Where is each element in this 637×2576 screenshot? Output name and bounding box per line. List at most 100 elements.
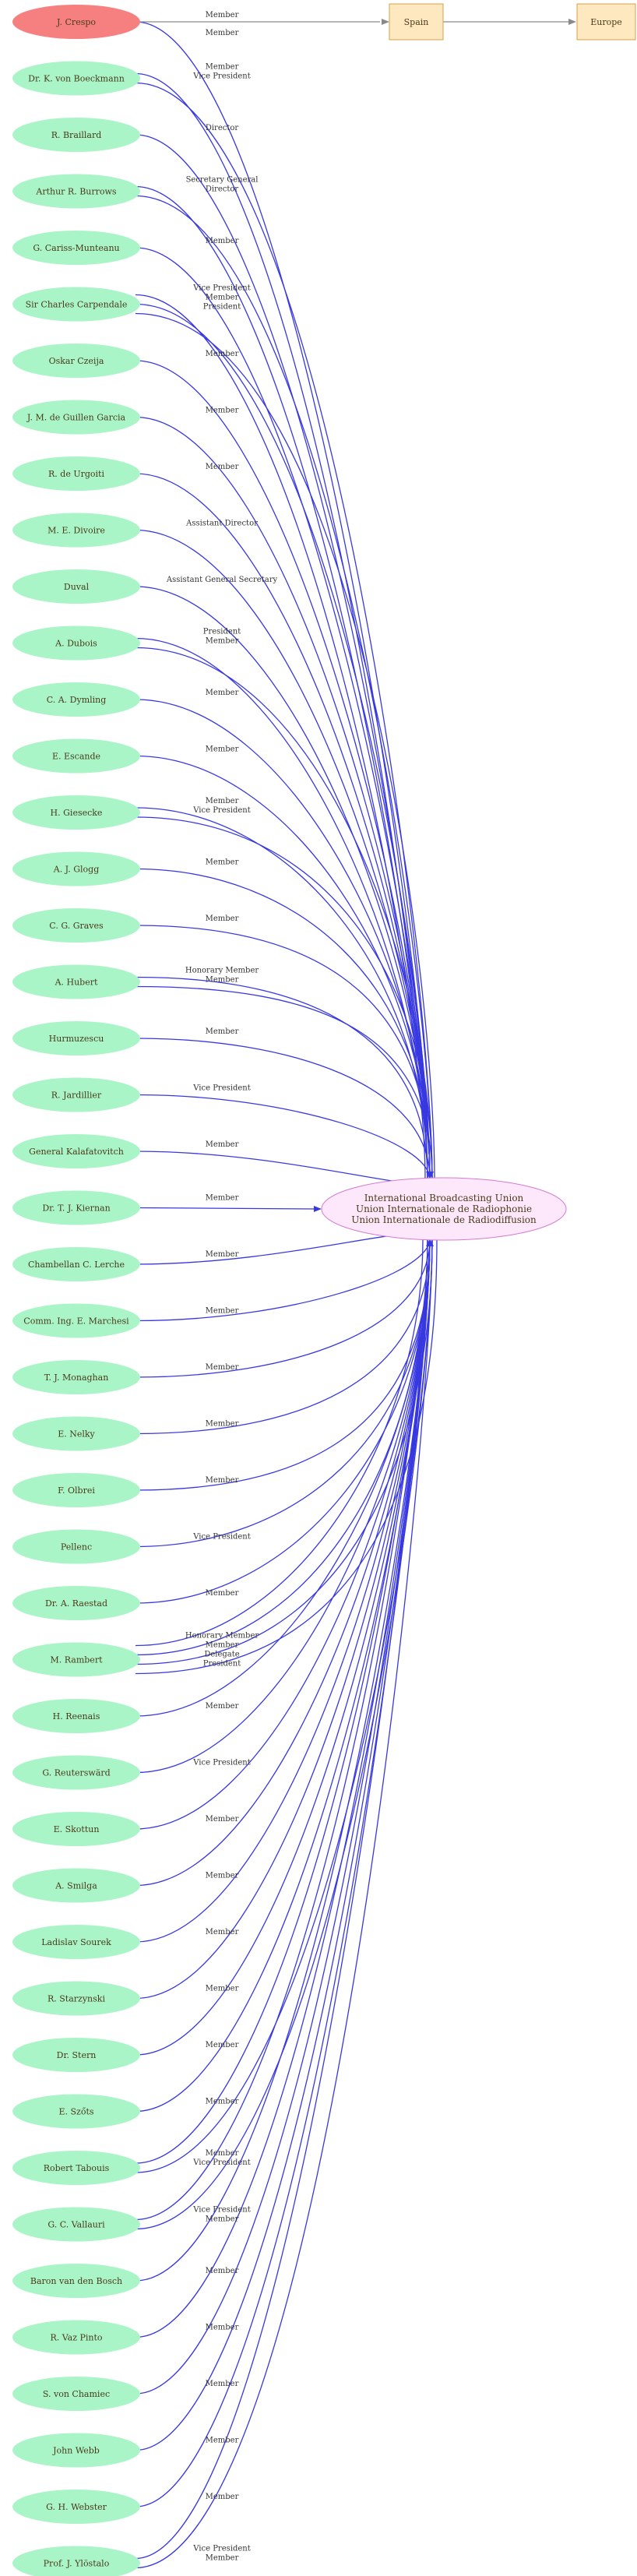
person-ellipse[interactable]: [12, 908, 140, 943]
person-ellipse[interactable]: [12, 1190, 140, 1225]
person-ellipse[interactable]: [12, 2038, 140, 2072]
person-node-m-rambert[interactable]: M. Rambert: [12, 1642, 140, 1677]
person-ellipse[interactable]: [12, 456, 140, 491]
person-node-a-j-glogg[interactable]: A. J. Glogg: [12, 851, 140, 886]
person-ellipse[interactable]: [12, 1529, 140, 1564]
person-ellipse[interactable]: [12, 231, 140, 265]
person-node-dr-k-von-boeckmann[interactable]: Dr. K. von Boeckmann: [12, 61, 140, 96]
person-ellipse[interactable]: [12, 682, 140, 717]
edge-arthur-r-burrows-0: [135, 185, 428, 1180]
person-ellipse[interactable]: [12, 569, 140, 604]
person-ellipse[interactable]: [12, 1925, 140, 1959]
person-ellipse[interactable]: [12, 287, 140, 322]
person-node-dr-a-raestad[interactable]: Dr. A. Raestad: [12, 1586, 140, 1620]
person-node-chambellan-c-lerche[interactable]: Chambellan C. Lerche: [12, 1247, 140, 1281]
person-ellipse[interactable]: [12, 2207, 140, 2242]
person-node-john-webb[interactable]: John Webb: [12, 2433, 140, 2468]
region-node[interactable]: Europe: [576, 3, 636, 41]
person-node-duval[interactable]: Duval: [12, 569, 140, 604]
person-ellipse[interactable]: [12, 5, 140, 39]
person-node-general-kalafatovitch[interactable]: General Kalafatovitch: [12, 1134, 140, 1168]
person-ellipse[interactable]: [12, 2546, 140, 2576]
person-node-g-h-webster[interactable]: G. H. Webster: [12, 2490, 140, 2524]
person-ellipse[interactable]: [12, 2151, 140, 2185]
person-node-r-jardillier[interactable]: R. Jardillier: [12, 1077, 140, 1112]
person-node-e-nelky[interactable]: E. Nelky: [12, 1416, 140, 1451]
region-box[interactable]: [576, 3, 636, 41]
person-ellipse[interactable]: [12, 2433, 140, 2468]
person-ellipse[interactable]: [12, 174, 140, 209]
person-node-c-g-graves[interactable]: C. G. Graves: [12, 908, 140, 943]
person-ellipse[interactable]: [12, 1077, 140, 1112]
person-ellipse[interactable]: [12, 1586, 140, 1620]
person-ellipse[interactable]: [12, 1247, 140, 1281]
person-node-m-e-divoire[interactable]: M. E. Divoire: [12, 513, 140, 548]
person-ellipse[interactable]: [12, 513, 140, 548]
country-node[interactable]: Spain: [389, 3, 444, 41]
person-node-dr-t-j-kiernan[interactable]: Dr. T. J. Kiernan: [12, 1190, 140, 1225]
person-node-e-sz-ts[interactable]: E. Szőts: [12, 2094, 140, 2129]
person-node-j-m-de-guillen-garcia[interactable]: J. M. de Guillen Garcia: [12, 400, 140, 435]
person-ellipse[interactable]: [12, 1699, 140, 1733]
person-node-hurmuzescu[interactable]: Hurmuzescu: [12, 1021, 140, 1055]
person-ellipse[interactable]: [12, 1642, 140, 1677]
person-node-f-olbrei[interactable]: F. Olbrei: [12, 1473, 140, 1507]
person-node-t-j-monaghan[interactable]: T. J. Monaghan: [12, 1360, 140, 1394]
person-ellipse[interactable]: [12, 964, 140, 999]
person-ellipse[interactable]: [12, 1755, 140, 1790]
person-ellipse[interactable]: [12, 2094, 140, 2129]
person-ellipse[interactable]: [12, 795, 140, 830]
person-node-h-giesecke[interactable]: H. Giesecke: [12, 795, 140, 830]
person-ellipse[interactable]: [12, 1868, 140, 1903]
person-node-g-c-vallauri[interactable]: G. C. Vallauri: [12, 2207, 140, 2242]
hub-ellipse[interactable]: [321, 1177, 567, 1241]
person-node-a-hubert[interactable]: A. Hubert: [12, 964, 140, 999]
person-node-e-escande[interactable]: E. Escande: [12, 738, 140, 774]
person-ellipse[interactable]: [12, 2490, 140, 2524]
person-ellipse[interactable]: [12, 1473, 140, 1507]
person-ellipse[interactable]: [12, 400, 140, 435]
person-ellipse[interactable]: [12, 1303, 140, 1338]
person-node-a-dubois[interactable]: A. Dubois: [12, 625, 140, 661]
person-node-robert-tabouis[interactable]: Robert Tabouis: [12, 2151, 140, 2185]
person-node-arthur-r-burrows[interactable]: Arthur R. Burrows: [12, 174, 140, 209]
person-node-prof-j-yl-stalo[interactable]: Prof. J. Ylöstalo: [12, 2546, 140, 2576]
person-ellipse[interactable]: [12, 625, 140, 661]
person-node-r-vaz-pinto[interactable]: R. Vaz Pinto: [12, 2320, 140, 2355]
person-node-dr-stern[interactable]: Dr. Stern: [12, 2038, 140, 2072]
person-ellipse[interactable]: [12, 344, 140, 378]
person-ellipse[interactable]: [12, 1021, 140, 1055]
person-ellipse[interactable]: [12, 61, 140, 96]
country-box[interactable]: [389, 3, 444, 41]
hub-node[interactable]: International Broadcasting Union Union I…: [321, 1177, 567, 1241]
person-ellipse[interactable]: [12, 1134, 140, 1168]
person-ellipse[interactable]: [12, 1812, 140, 1846]
person-node-pellenc[interactable]: Pellenc: [12, 1529, 140, 1564]
person-node-comm-ing-e-marchesi[interactable]: Comm. Ing. E. Marchesi: [12, 1303, 140, 1338]
person-node-s-von-chamiec[interactable]: S. von Chamiec: [12, 2377, 140, 2411]
person-node-g-cariss-munteanu[interactable]: G. Cariss-Munteanu: [12, 231, 140, 265]
person-ellipse[interactable]: [12, 1981, 140, 2016]
person-node-e-skottun[interactable]: E. Skottun: [12, 1812, 140, 1846]
person-ellipse[interactable]: [12, 1416, 140, 1451]
person-node-a-smilga[interactable]: A. Smilga: [12, 1868, 140, 1903]
person-node-baron-van-den-bosch[interactable]: Baron van den Bosch: [12, 2264, 140, 2298]
person-node-sir-charles-carpendale[interactable]: Sir Charles Carpendale: [12, 287, 140, 322]
person-node-g-reutersw-rd[interactable]: G. Reuterswärd: [12, 1755, 140, 1790]
person-ellipse[interactable]: [12, 2264, 140, 2298]
person-node-j-crespo[interactable]: J. Crespo: [12, 5, 140, 39]
person-node-r-braillard[interactable]: R. Braillard: [12, 118, 140, 152]
person-ellipse[interactable]: [12, 118, 140, 152]
person-node-c-a-dymling[interactable]: C. A. Dymling: [12, 682, 140, 717]
person-node-h-reenais[interactable]: H. Reenais: [12, 1699, 140, 1733]
person-ellipse[interactable]: [12, 2320, 140, 2355]
person-ellipse[interactable]: [12, 738, 140, 774]
edge-e-escande-0: [135, 755, 431, 1180]
person-node-ladislav-sourek[interactable]: Ladislav Sourek: [12, 1925, 140, 1959]
person-node-oskar-czeija[interactable]: Oskar Czeija: [12, 344, 140, 378]
person-ellipse[interactable]: [12, 1360, 140, 1394]
person-ellipse[interactable]: [12, 851, 140, 886]
person-node-r-starzynski[interactable]: R. Starzynski: [12, 1981, 140, 2016]
person-ellipse[interactable]: [12, 2377, 140, 2411]
person-node-r-de-urgoiti[interactable]: R. de Urgoiti: [12, 456, 140, 491]
